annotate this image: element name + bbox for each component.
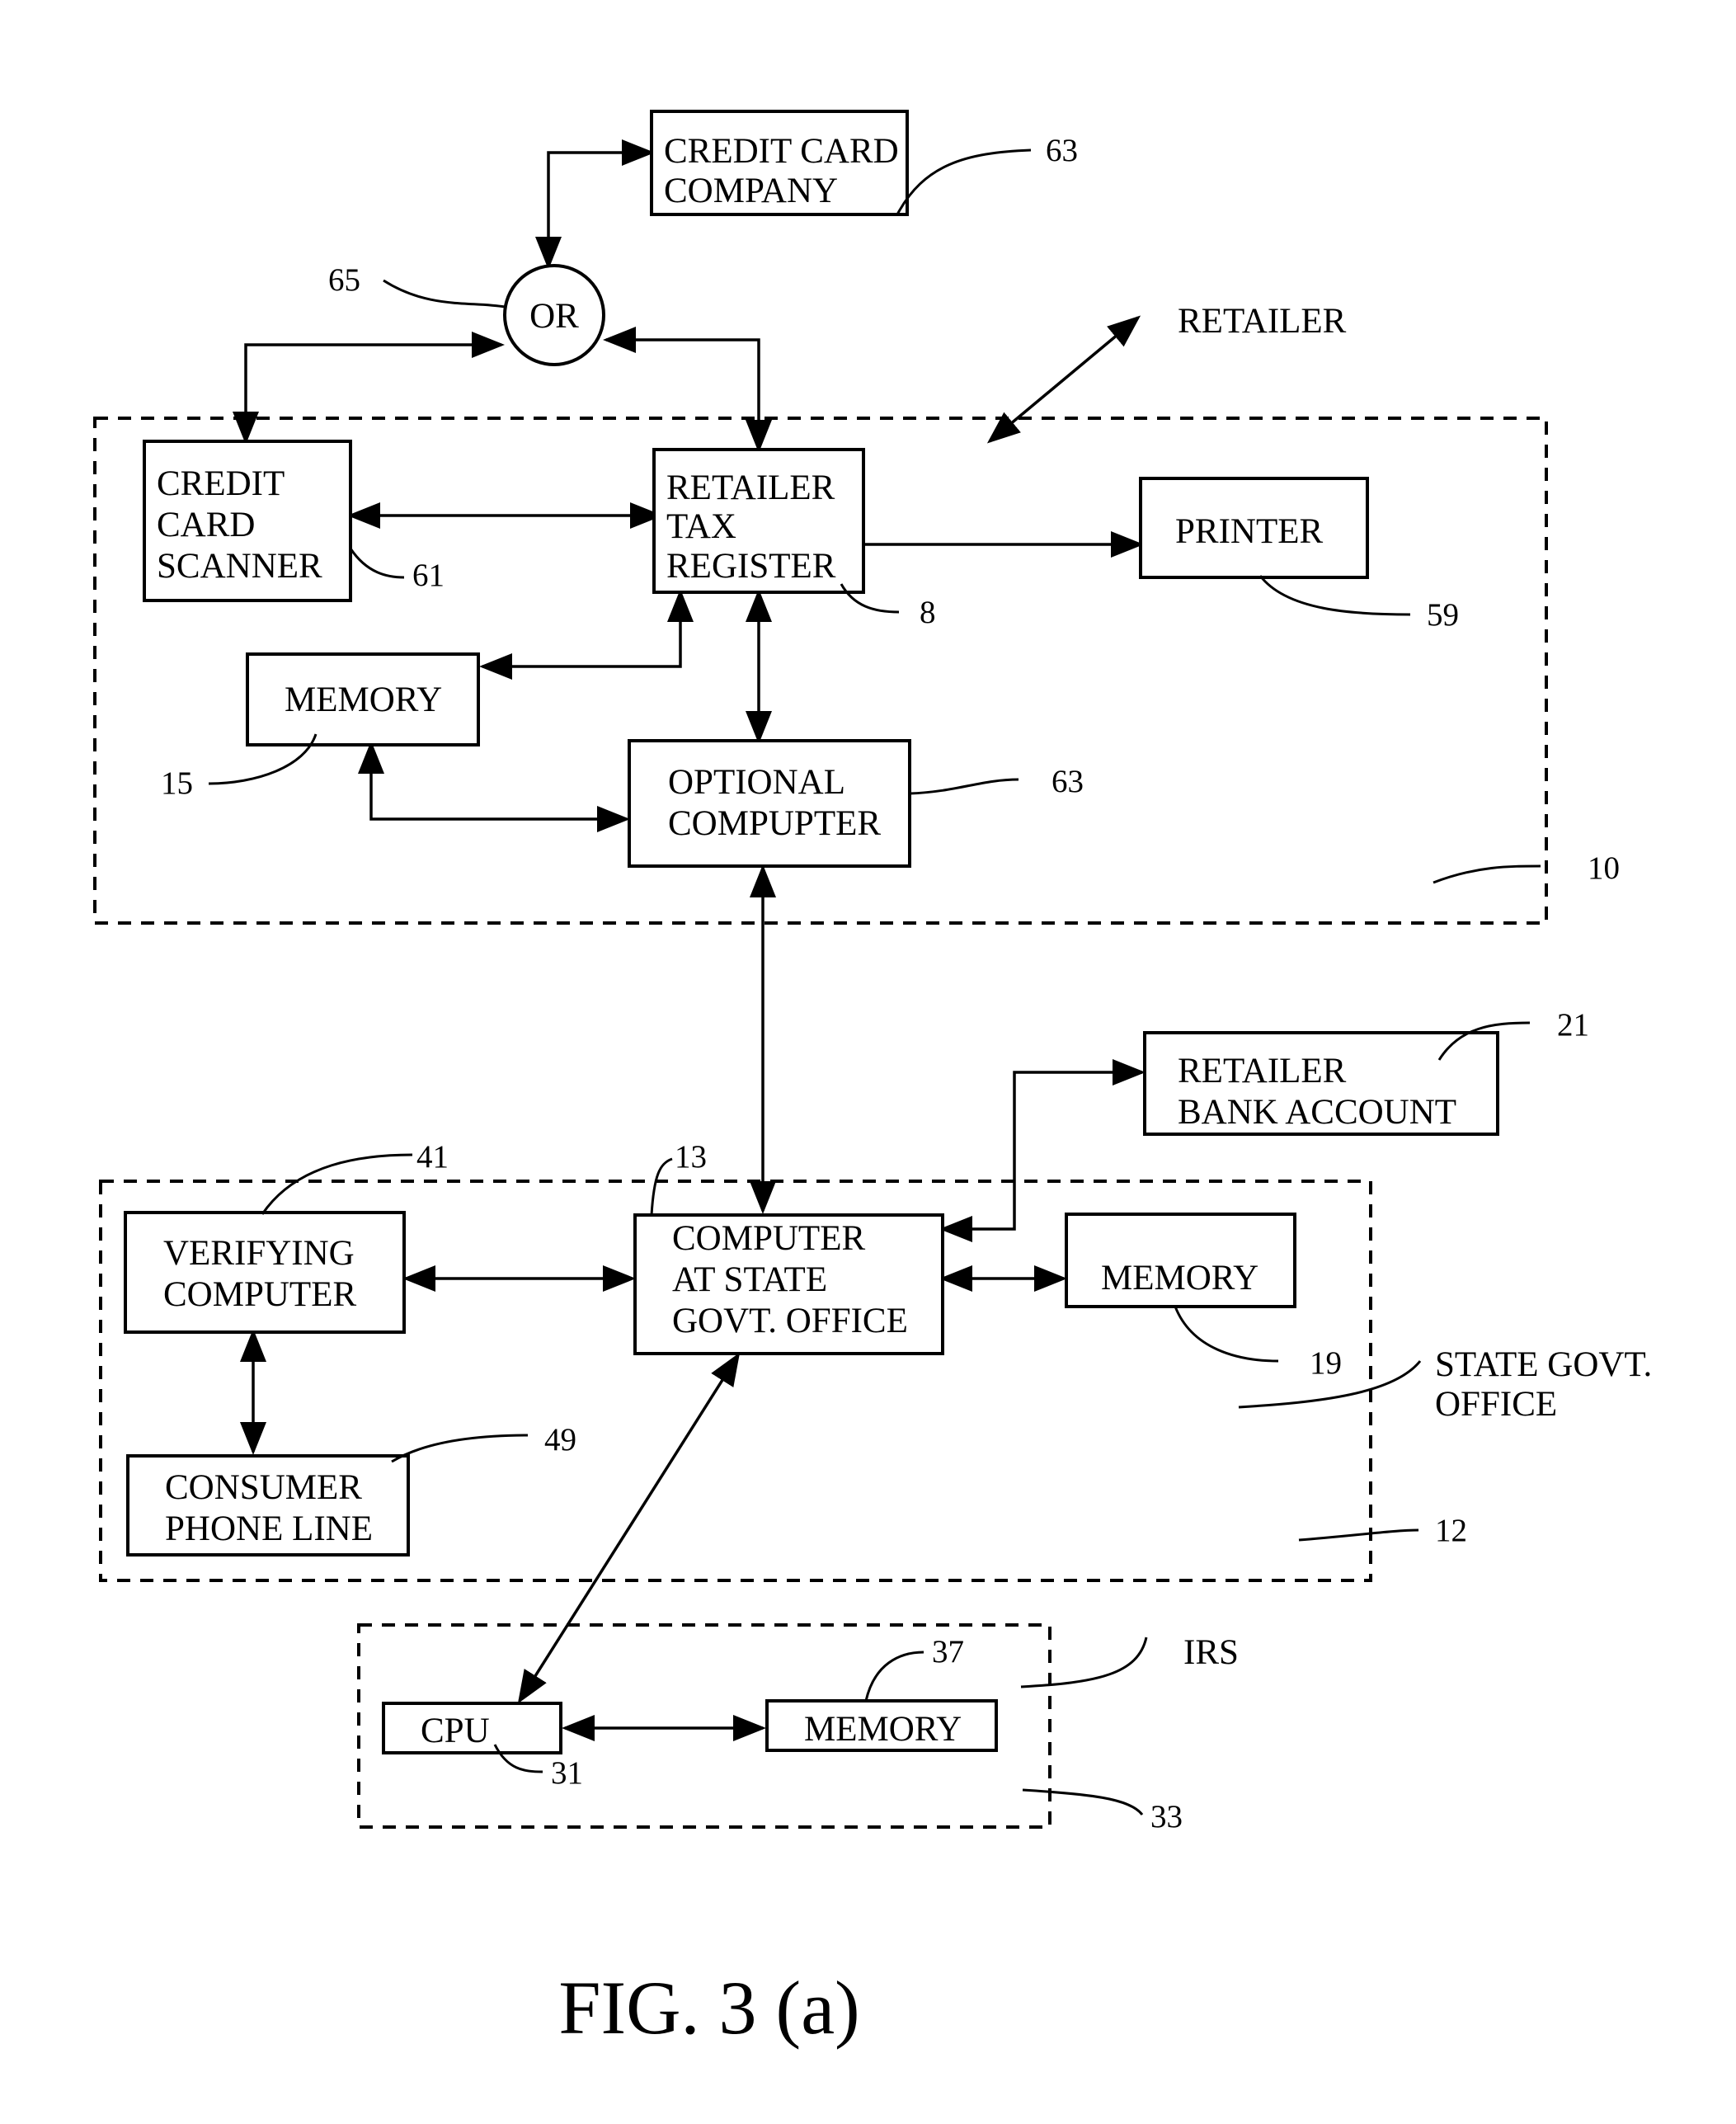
verifying-computer-label-line1: VERIFYING [163, 1234, 355, 1273]
ref-49-consumer-phone-line: 49 [544, 1422, 576, 1458]
memory-19-block: MEMORY [1066, 1214, 1295, 1307]
credit-card-scanner-label-line1: CREDIT [157, 464, 285, 503]
ref-59-printer: 59 [1427, 597, 1459, 633]
retailer-tax-register-label-line2: TAX [666, 507, 736, 546]
ref-63-credit-card-company: 63 [1046, 133, 1078, 168]
retailer-bank-account-label-line2: BANK ACCOUNT [1178, 1093, 1456, 1132]
or-node: OR [505, 266, 604, 365]
ref-33-irs-group: 33 [1150, 1799, 1183, 1834]
optional-computer-label-line2: COMPUPTER [668, 804, 881, 843]
ref-41-verifying-computer: 41 [416, 1139, 449, 1175]
state-govt-computer-label-line3: GOVT. OFFICE [672, 1302, 908, 1340]
state-govt-office-label-line2: OFFICE [1435, 1385, 1557, 1424]
memory-37-block: MEMORY [767, 1701, 996, 1750]
ref-63-optional-computer: 63 [1051, 764, 1084, 799]
ref-31-cpu: 31 [551, 1755, 583, 1791]
memory-15-label: MEMORY [285, 681, 442, 719]
credit-card-scanner-label-line3: SCANNER [157, 547, 322, 586]
memory-19-label: MEMORY [1101, 1259, 1258, 1297]
state-govt-computer-label-line2: AT STATE [672, 1260, 827, 1299]
printer-label: PRINTER [1175, 512, 1324, 551]
ref-21-retailer-bank-account: 21 [1557, 1007, 1589, 1043]
retailer-bank-account-label-line1: RETAILER [1178, 1052, 1347, 1090]
ref-65-or-node: 65 [328, 262, 360, 298]
retailer-group-label: RETAILER [1178, 302, 1347, 341]
ref-61-credit-card-scanner: 61 [412, 558, 445, 593]
retailer-tax-register-label-line1: RETAILER [666, 469, 835, 507]
optional-computer-block: OPTIONAL COMPUPTER [629, 741, 910, 866]
memory-15-block: MEMORY [247, 654, 478, 745]
or-node-label: OR [529, 297, 579, 336]
credit-card-scanner-block: CREDIT CARD SCANNER [144, 441, 350, 600]
ref-15-memory: 15 [161, 765, 193, 801]
credit-card-company-label-line1: CREDIT CARD [664, 132, 899, 171]
leader-lines [209, 150, 1541, 1815]
verifying-computer-label-line2: COMPUTER [163, 1275, 356, 1314]
memory-37-label: MEMORY [804, 1710, 962, 1749]
credit-card-scanner-label-line2: CARD [157, 506, 255, 544]
ref-37-memory: 37 [932, 1634, 964, 1670]
figure-caption: FIG. 3 (a) [558, 1966, 859, 2050]
ref-19-memory: 19 [1310, 1345, 1342, 1381]
cpu-label: CPU [421, 1712, 490, 1750]
retailer-bank-account-block: RETAILER BANK ACCOUNT [1145, 1033, 1498, 1134]
consumer-phone-line-label-line2: PHONE LINE [165, 1509, 373, 1548]
state-govt-computer-label-line1: COMPUTER [672, 1219, 865, 1258]
ref-13-state-computer: 13 [675, 1139, 707, 1175]
retailer-tax-register-label-line3: REGISTER [666, 547, 836, 586]
ref-12-state-govt-office-group: 12 [1435, 1513, 1467, 1548]
retailer-tax-register-block: RETAILER TAX REGISTER [654, 450, 863, 592]
consumer-phone-line-block: CONSUMER PHONE LINE [128, 1456, 408, 1555]
state-govt-office-label-line1: STATE GOVT. [1435, 1345, 1652, 1384]
credit-card-company-label-line2: COMPANY [664, 172, 838, 210]
ref-10-retailer-group: 10 [1588, 850, 1620, 886]
state-govt-computer-block: COMPUTER AT STATE GOVT. OFFICE [635, 1215, 943, 1354]
consumer-phone-line-label-line1: CONSUMER [165, 1468, 362, 1507]
irs-group-label: IRS [1183, 1633, 1239, 1672]
optional-computer-label-line1: OPTIONAL [668, 763, 845, 802]
printer-block: PRINTER [1141, 478, 1367, 577]
ref-8-retailer-tax-register: 8 [920, 595, 936, 630]
cpu-block: CPU [383, 1703, 561, 1753]
verifying-computer-block: VERIFYING COMPUTER [125, 1213, 404, 1332]
credit-card-company-block: CREDIT CARD COMPANY [652, 111, 907, 214]
